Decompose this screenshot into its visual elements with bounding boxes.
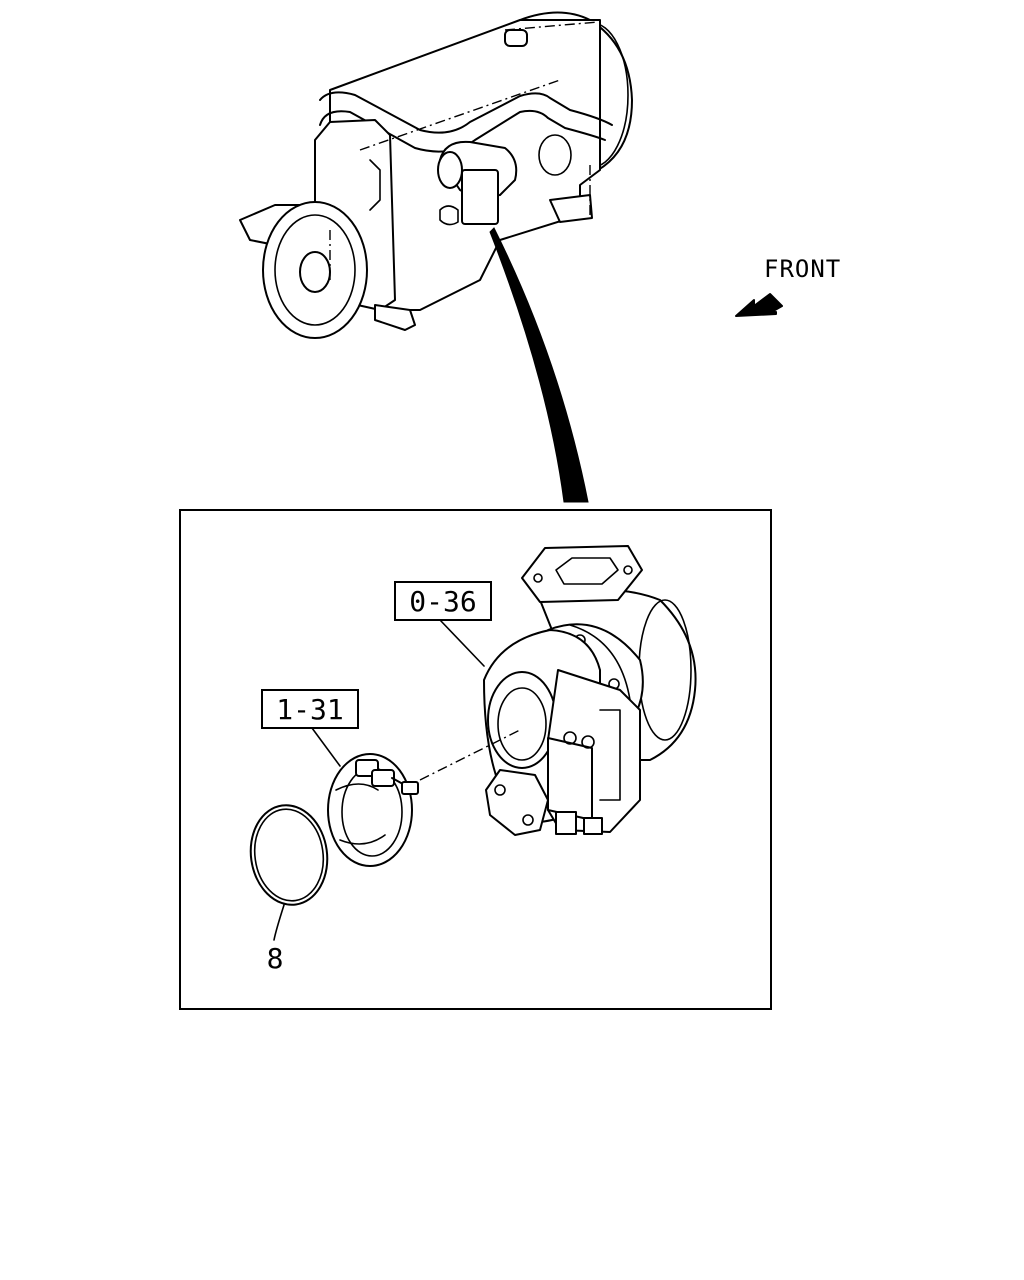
clamp-illustration	[327, 729, 521, 867]
callout-turbocharger: 0-36	[394, 581, 492, 667]
gasket-illustration	[249, 804, 329, 906]
detail-leader	[489, 227, 589, 503]
callout-gasket: 8	[267, 904, 285, 975]
turbocharger-illustration	[483, 545, 697, 836]
front-label: FRONT	[764, 255, 841, 283]
callout-gasket-label: 8	[267, 942, 284, 975]
front-indicator: FRONT	[735, 255, 841, 317]
callout-clamp: 1-31	[261, 689, 359, 767]
engine-overview	[239, 11, 633, 339]
front-arrow-icon	[735, 293, 783, 317]
detail-frame	[179, 509, 772, 1010]
callout-turbocharger-label: 0-36	[409, 585, 476, 618]
callout-clamp-label: 1-31	[276, 693, 343, 726]
